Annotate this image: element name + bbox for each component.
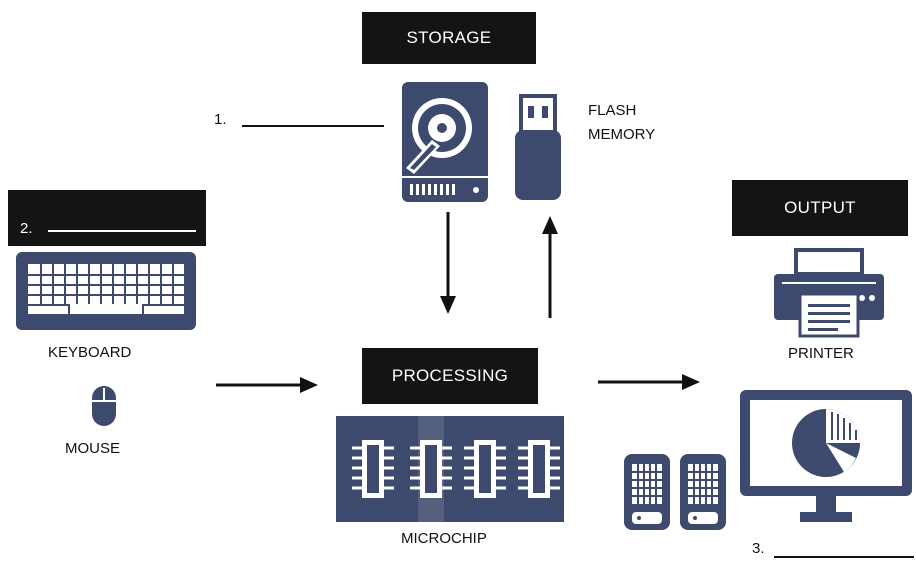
blank-1-number: 1.: [214, 111, 227, 128]
blank-2-number: 2.: [20, 220, 33, 237]
printer-icon: [774, 248, 884, 338]
keyboard-icon: [16, 252, 196, 330]
blank-2-line: [48, 230, 196, 232]
microchip-label: MICROCHIP: [401, 530, 487, 547]
mouse-icon: [92, 386, 116, 426]
output-header-label: OUTPUT: [784, 198, 856, 217]
printer-label: PRINTER: [788, 345, 854, 362]
storage-header-label: STORAGE: [406, 28, 492, 47]
input-header: 2.: [8, 190, 206, 246]
microchip-icon: [336, 416, 564, 522]
processing-header-label: PROCESSING: [391, 366, 509, 385]
output-header: OUTPUT: [732, 180, 908, 236]
arrow-processing-to-storage: [542, 216, 558, 318]
storage-header: STORAGE: [362, 12, 536, 64]
arrow-input-to-processing: [216, 377, 318, 393]
processing-header: PROCESSING: [362, 348, 538, 404]
arrow-processing-to-output: [598, 374, 700, 390]
keyboard-label: KEYBOARD: [48, 344, 132, 361]
blank-3-number: 3.: [752, 540, 765, 557]
hard-drive-icon: [402, 82, 488, 202]
flash-memory-line1: FLASH: [588, 102, 637, 119]
monitor-icon: [740, 390, 912, 522]
blank-3-line: [774, 556, 914, 558]
flash-drive-icon: [515, 94, 561, 200]
arrow-storage-to-processing: [440, 212, 456, 314]
flash-memory-label: FLASH MEMORY: [588, 99, 655, 147]
mouse-label: MOUSE: [65, 440, 121, 457]
blank-1-line: [242, 125, 384, 127]
speakers-icon: [624, 454, 726, 530]
flash-memory-line2: MEMORY: [588, 126, 656, 143]
